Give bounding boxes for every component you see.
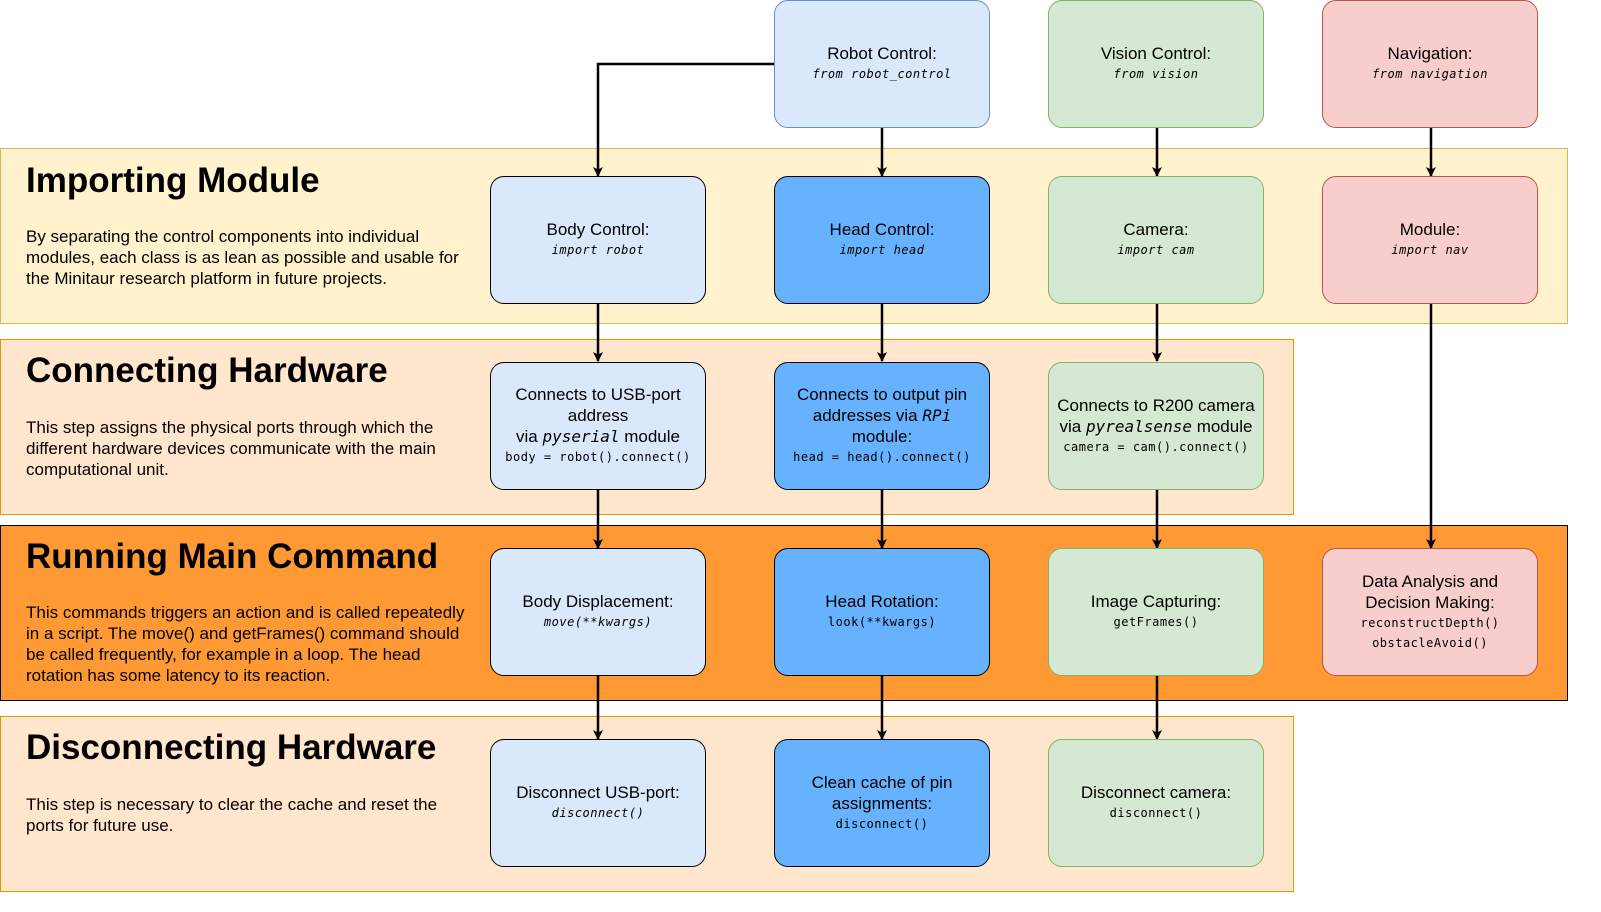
band-description: This step assigns the physical ports thr… xyxy=(26,418,436,479)
node-disconnect-camera: Disconnect camera: disconnect() xyxy=(1048,739,1264,867)
node-line: module: xyxy=(851,427,913,446)
node-connect-usb: Connects to USB-port address via pyseria… xyxy=(490,362,706,490)
band-title: Disconnecting Hardware xyxy=(26,728,437,767)
node-title: Navigation: xyxy=(1387,44,1473,63)
node-data-analysis: Data Analysis and Decision Making: recon… xyxy=(1322,548,1538,676)
node-clean-cache: Clean cache of pin assignments: disconne… xyxy=(774,739,990,867)
node-title: Disconnect camera: xyxy=(1080,783,1232,802)
node-title: Body Control: xyxy=(546,220,650,239)
node-module: Module: import nav xyxy=(1322,176,1538,304)
band-description: By separating the control components int… xyxy=(26,227,459,288)
node-code: disconnect() xyxy=(551,806,645,820)
node-line: Connects to USB-port address xyxy=(515,385,681,425)
node-text: Connects to output pin addresses via xyxy=(796,385,968,425)
band-description: This commands triggers an action and is … xyxy=(26,603,465,685)
node-mono-text: RPi xyxy=(922,406,952,425)
node-head-control: Head Control: import head xyxy=(774,176,990,304)
node-code: getFrames() xyxy=(1113,615,1199,629)
node-head-rotation: Head Rotation: look(**kwargs) xyxy=(774,548,990,676)
node-code: from robot_control xyxy=(812,67,952,81)
node-connect-pins: Connects to output pin addresses via RPi… xyxy=(774,362,990,490)
node-title: Data Analysis and Decision Making: xyxy=(1361,571,1499,612)
node-connect-camera: Connects to R200 camera via pyrealsense … xyxy=(1048,362,1264,490)
node-code: disconnect() xyxy=(1109,806,1203,820)
node-line: Connects to output pin addresses via RPi xyxy=(781,384,983,426)
node-camera: Camera: import cam xyxy=(1048,176,1264,304)
node-text: module xyxy=(1191,416,1253,436)
node-title: Image Capturing: xyxy=(1090,592,1222,611)
node-title: Disconnect USB-port: xyxy=(516,783,680,802)
band-title: Running Main Command xyxy=(26,537,439,576)
node-code: look(**kwargs) xyxy=(827,615,937,629)
node-text: via xyxy=(1059,416,1086,436)
node-title: Module: xyxy=(1399,220,1461,239)
node-text: via xyxy=(515,427,543,446)
node-code: body = robot().connect() xyxy=(505,450,691,464)
node-title: Head Rotation: xyxy=(825,592,939,611)
node-title: Body Displacement: xyxy=(522,592,674,611)
node-text: module xyxy=(619,427,680,446)
node-title: Robot Control: xyxy=(827,44,937,63)
node-code: reconstructDepth() xyxy=(1360,615,1500,630)
node-disconnect-usb: Disconnect USB-port: disconnect() xyxy=(490,739,706,867)
node-line: via pyrealsense module xyxy=(1060,416,1253,437)
band-title: Importing Module xyxy=(26,161,320,200)
node-body-control: Body Control: import robot xyxy=(490,176,706,304)
node-code: move(**kwargs) xyxy=(543,615,653,629)
band-title: Connecting Hardware xyxy=(26,351,388,390)
node-code: disconnect() xyxy=(835,816,929,831)
node-robot-control: Robot Control: from robot_control xyxy=(774,0,990,128)
node-title: Vision Control: xyxy=(1100,44,1212,63)
node-line: Connects to R200 camera xyxy=(1057,395,1255,415)
node-title: Clean cache of pin assignments: xyxy=(811,772,953,813)
node-code: camera = cam().connect() xyxy=(1063,439,1249,454)
node-image-capturing: Image Capturing: getFrames() xyxy=(1048,548,1264,676)
node-vision-control: Vision Control: from vision xyxy=(1048,0,1264,128)
node-line: via pyserial module xyxy=(516,426,680,447)
band-description: This step is necessary to clear the cach… xyxy=(26,795,438,835)
node-title: Head Control: xyxy=(829,220,935,239)
node-code: from navigation xyxy=(1372,67,1488,81)
node-body-displacement: Body Displacement: move(**kwargs) xyxy=(490,548,706,676)
node-code: import cam xyxy=(1117,243,1195,257)
node-navigation: Navigation: from navigation xyxy=(1322,0,1538,128)
node-code: head = head().connect() xyxy=(793,450,971,464)
node-mono-text: pyrealsense xyxy=(1086,416,1192,436)
node-code: obstacleAvoid() xyxy=(1372,635,1488,650)
node-code: from vision xyxy=(1113,67,1199,81)
node-code: import head xyxy=(839,243,925,257)
node-title: Camera: xyxy=(1123,220,1189,239)
node-code: import nav xyxy=(1391,243,1469,257)
node-mono-text: pyserial xyxy=(542,427,620,446)
node-code: import robot xyxy=(551,243,645,257)
